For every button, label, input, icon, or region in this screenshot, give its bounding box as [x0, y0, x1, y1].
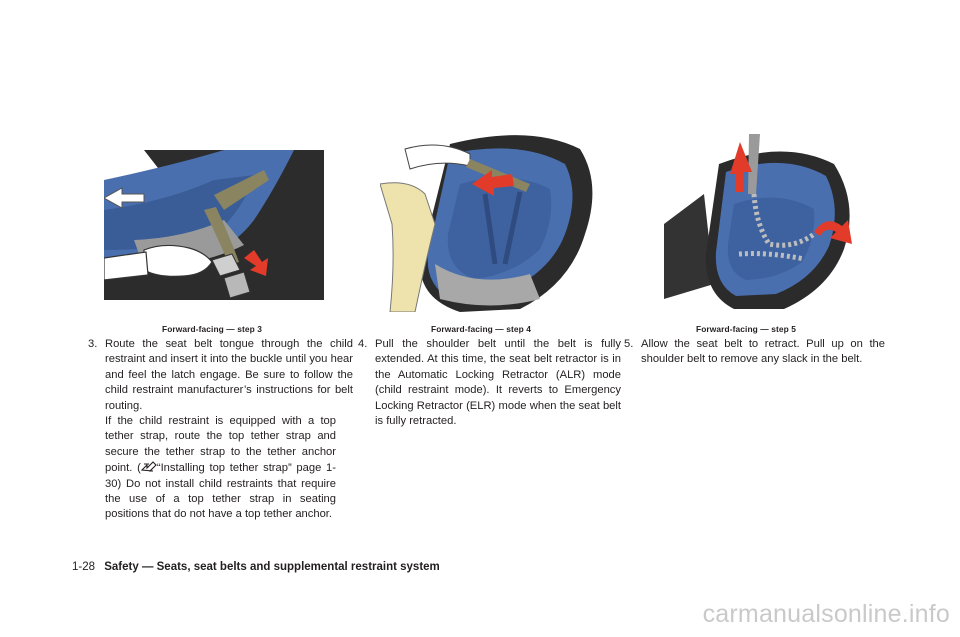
step-number: 3. — [88, 338, 98, 350]
figure-step-4 — [380, 124, 600, 312]
figure-caption: Forward-facing — step 5 — [695, 324, 797, 334]
figure-step-5 — [664, 134, 864, 312]
section-title: Safety — Seats, seat belts and supplemen… — [104, 561, 440, 573]
illustration-belt-retract — [664, 134, 864, 312]
watermark: carmanualsonline.info — [702, 600, 950, 628]
reference-arrow-icon[interactable] — [140, 460, 157, 472]
step-number: 4. — [358, 338, 368, 350]
step-body: Route the seat belt tongue through the c… — [105, 338, 353, 412]
page-footer: 1-28 Safety — Seats, seat belts and supp… — [72, 561, 440, 573]
step-4-text: 4. Pull the shoulder belt until the belt … — [358, 337, 621, 429]
figure-caption: Forward-facing — step 4 — [430, 324, 532, 334]
illustration-shoulder-belt-pull — [380, 124, 600, 312]
illustration-seatbelt-buckle — [104, 150, 324, 300]
step-number: 5. — [624, 338, 634, 350]
step-5-text: 5. Allow the seat belt to retract. Pull u… — [624, 337, 885, 368]
page-number: 1-28 — [72, 561, 96, 573]
figure-caption: Forward-facing — step 3 — [161, 324, 263, 334]
step-body: Pull the shoulder belt until the belt is… — [375, 338, 621, 428]
step-3-text: 3. Route the seat belt tongue through the… — [88, 337, 353, 414]
figure-step-3 — [104, 150, 324, 300]
step-3-continuation: If the child restraint is equipped with … — [88, 414, 336, 523]
cross-reference-link[interactable]: “Installing top tether strap” page 1-30)… — [105, 462, 337, 521]
step-body: Allow the seat belt to retract. Pull up … — [641, 338, 885, 366]
continuation-text: If the child restraint is equipped with … — [105, 415, 336, 475]
